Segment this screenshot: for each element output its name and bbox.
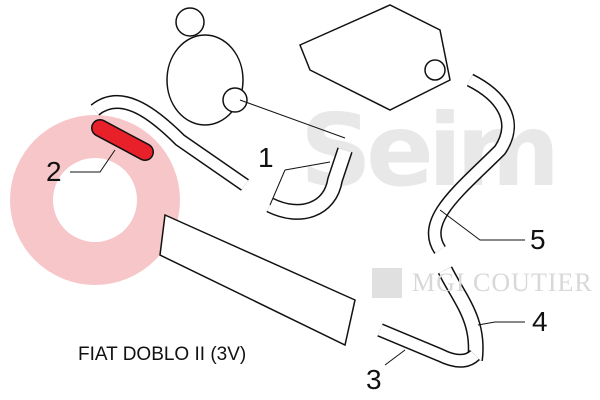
leader-line-1 xyxy=(239,99,346,206)
mgi-coutier-logo-icon xyxy=(372,268,402,298)
leader-line-4 xyxy=(477,321,525,326)
callout-5: 5 xyxy=(530,224,546,255)
logo-gear-icon xyxy=(10,115,180,285)
hose-2-highlighted xyxy=(91,119,154,161)
vehicle-caption: FIAT DOBLO II (3V) xyxy=(78,344,247,365)
mgi-coutier-watermark: MGI COUTIER xyxy=(412,268,593,297)
leader-line-3 xyxy=(384,349,406,366)
callout-1: 1 xyxy=(258,142,274,173)
leader-line-5 xyxy=(439,209,525,241)
callout-4: 4 xyxy=(532,306,548,337)
callout-3: 3 xyxy=(366,364,382,395)
turbocharger xyxy=(166,7,248,126)
intake-manifold xyxy=(299,4,451,111)
intercooler xyxy=(159,213,356,347)
callout-2: 2 xyxy=(46,156,62,187)
leader-line-2 xyxy=(70,149,116,173)
